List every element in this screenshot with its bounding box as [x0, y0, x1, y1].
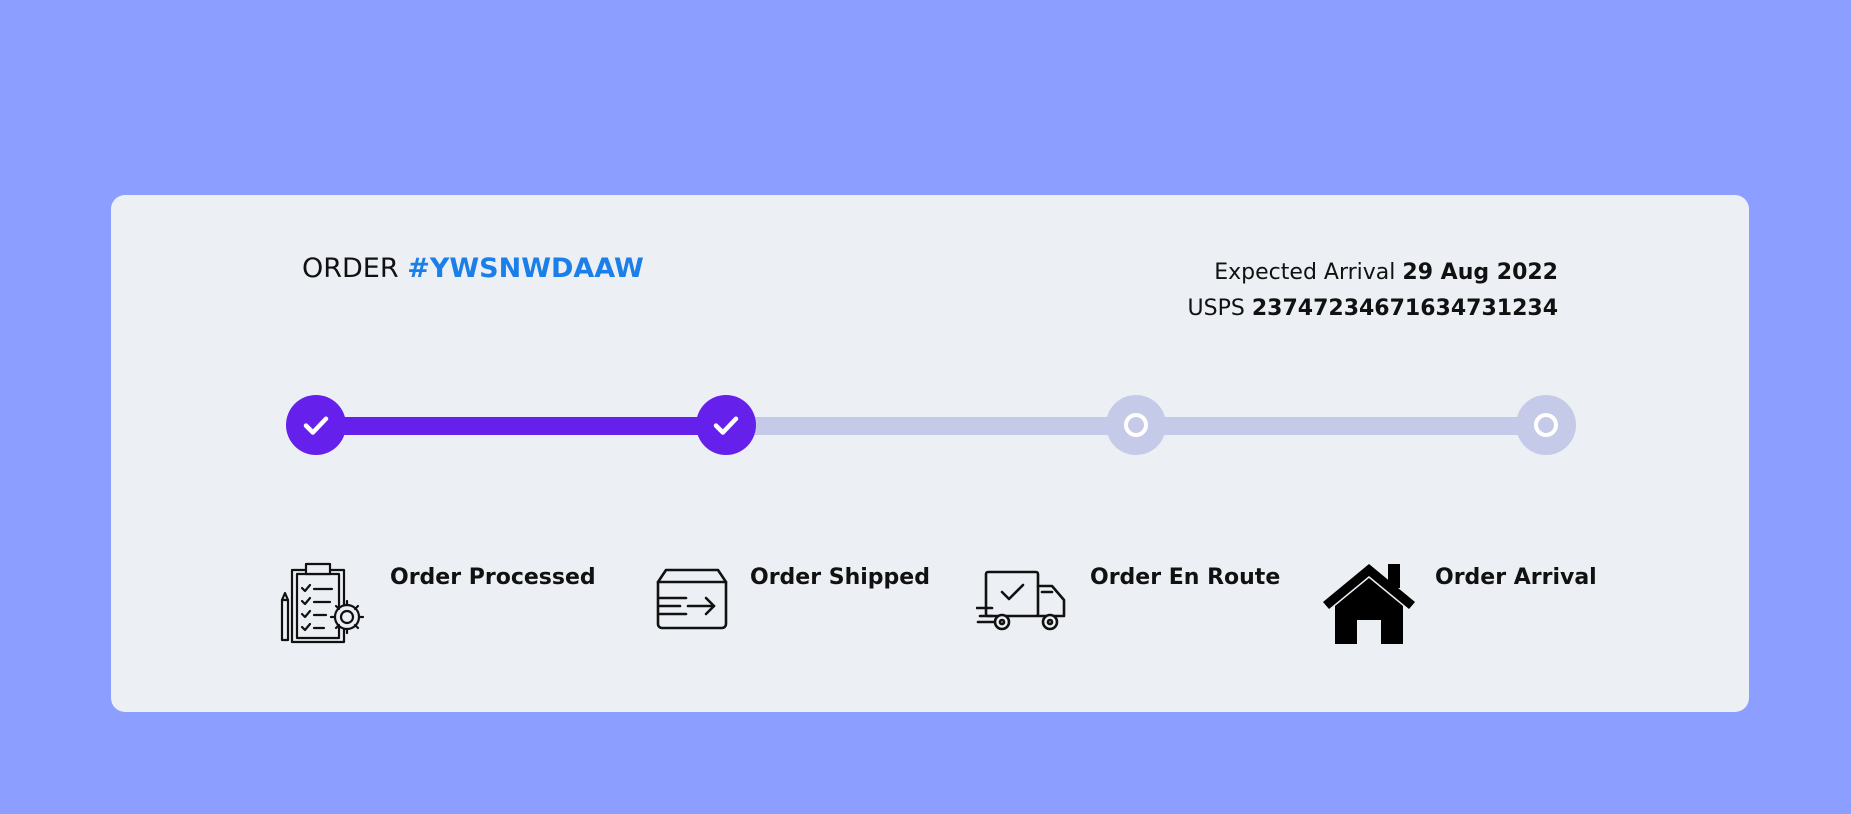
carrier-name: USPS — [1187, 296, 1245, 321]
clipboard-gear-icon — [280, 562, 365, 644]
tracking-number: 23747234671634731234 — [1251, 296, 1558, 321]
box-arrow-icon — [656, 568, 728, 630]
step-indicator-en-route — [1106, 395, 1166, 455]
check-icon — [713, 416, 739, 435]
step-indicator-shipped — [696, 395, 756, 455]
progress-line-fill — [316, 417, 726, 435]
order-title: ORDER #YWSNWDAAW — [302, 253, 644, 284]
order-id: #YWSNWDAAW — [407, 253, 644, 284]
step-indicator-processed — [286, 395, 346, 455]
step-shipped: Order Shipped — [636, 560, 930, 650]
order-prefix: ORDER — [302, 253, 399, 284]
delivery-truck-icon — [976, 570, 1066, 631]
step-arrival: Order Arrival — [1321, 560, 1597, 650]
house-icon — [1323, 564, 1415, 644]
order-tracking-card: ORDER #YWSNWDAAW Expected Arrival 29 Aug… — [111, 195, 1749, 712]
step-indicator-arrival — [1516, 395, 1576, 455]
step-labels: Order Processed Order Shipped — [276, 560, 1597, 660]
check-icon — [303, 416, 329, 435]
step-label-shipped: Order Shipped — [750, 565, 930, 590]
arrival-info: Expected Arrival 29 Aug 2022 USPS 237472… — [1188, 255, 1558, 327]
expected-arrival-label: Expected Arrival — [1214, 260, 1396, 285]
step-en-route: Order En Route — [976, 560, 1280, 650]
progress-track — [286, 395, 1576, 455]
step-label-processed: Order Processed — [390, 565, 596, 590]
expected-arrival-date: 29 Aug 2022 — [1402, 260, 1558, 285]
pending-circle-icon — [1534, 413, 1558, 437]
pending-circle-icon — [1124, 413, 1148, 437]
step-label-arrival: Order Arrival — [1435, 565, 1597, 590]
tracking-row: USPS 23747234671634731234 — [1188, 291, 1558, 327]
step-label-en-route: Order En Route — [1090, 565, 1281, 590]
step-processed: Order Processed — [276, 560, 596, 650]
expected-arrival-row: Expected Arrival 29 Aug 2022 — [1188, 255, 1558, 291]
